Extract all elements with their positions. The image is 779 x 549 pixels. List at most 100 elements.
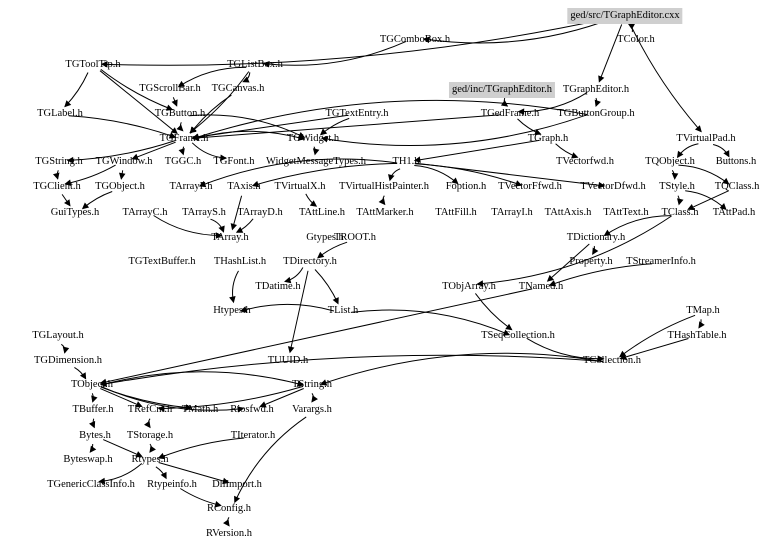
arrowhead xyxy=(170,127,178,135)
node-tgframe[interactable]: TGFrame.h xyxy=(159,133,209,144)
node-tgraph[interactable]: TGraph.h xyxy=(527,133,569,144)
edge-th1-to-tarrayf xyxy=(199,158,398,187)
node-tgrapheditor[interactable]: TGraphEditor.h xyxy=(562,84,630,95)
node-tgenericclassinfo[interactable]: TGenericClassInfo.h xyxy=(47,479,135,490)
node-rconfig[interactable]: RConfig.h xyxy=(206,503,252,514)
node-tglistbox[interactable]: TGListBox.h xyxy=(227,59,283,70)
arrowhead xyxy=(157,452,166,460)
node-tvirtualpad[interactable]: TVirtualPad.h xyxy=(676,133,736,144)
node-varargs[interactable]: Varargs.h xyxy=(292,404,332,415)
node-incgraphed[interactable]: ged/inc/TGraphEditor.h xyxy=(448,82,556,98)
node-tattaxis[interactable]: TAttAxis.h xyxy=(544,207,592,218)
node-tvirtualhist[interactable]: TVirtualHistPainter.h xyxy=(338,181,430,192)
node-property[interactable]: Property.h xyxy=(569,256,613,267)
node-tgbutton[interactable]: TGButton.h xyxy=(154,108,206,119)
edge-tglistbox-to-tgframe xyxy=(189,71,250,133)
node-tcollection[interactable]: TCollection.h xyxy=(582,355,642,366)
node-tattmarker[interactable]: TAttMarker.h xyxy=(356,207,414,218)
node-tqclass[interactable]: TQClass.h xyxy=(714,181,760,192)
node-tmap[interactable]: TMap.h xyxy=(686,305,720,316)
node-tgstring[interactable]: TGString.h xyxy=(35,156,83,167)
node-tgobject[interactable]: TGObject.h xyxy=(95,181,145,192)
node-tgcombobox[interactable]: TGComboBox.h xyxy=(379,34,451,45)
node-tobjarray[interactable]: TObjArray.h xyxy=(442,281,496,292)
node-tgclient[interactable]: TGClient.h xyxy=(33,181,81,192)
node-tvirtualx[interactable]: TVirtualX.h xyxy=(274,181,326,192)
node-widgetmsg[interactable]: WidgetMessageTypes.h xyxy=(265,156,367,167)
node-trefcnt[interactable]: TRefCnt.h xyxy=(127,404,173,415)
node-thashlist[interactable]: THashList.h xyxy=(213,256,267,267)
node-tarrays[interactable]: TArrayS.h xyxy=(182,207,226,218)
node-tstring[interactable]: TString.h xyxy=(292,379,332,390)
node-tattline[interactable]: TAttLine.h xyxy=(298,207,346,218)
node-tarrayf[interactable]: TArrayF.h xyxy=(169,181,213,192)
node-guitypes[interactable]: GuiTypes.h xyxy=(50,207,100,218)
node-tnamed[interactable]: TNamed.h xyxy=(518,281,564,292)
node-byteswap[interactable]: Byteswap.h xyxy=(63,454,113,465)
node-tuuid[interactable]: TUUID.h xyxy=(267,355,309,366)
node-tgwindow[interactable]: TGWindow.h xyxy=(95,156,153,167)
node-gtypes[interactable]: Gtypes.h xyxy=(306,232,344,243)
node-tvectordfwd[interactable]: TVectorDfwd.h xyxy=(580,181,646,192)
node-tgtooltip[interactable]: TGToolTip.h xyxy=(65,59,121,70)
node-th1[interactable]: TH1.h xyxy=(392,156,420,167)
node-tstreamerinfo[interactable]: TStreamerInfo.h xyxy=(626,256,696,267)
node-thashtable[interactable]: THashTable.h xyxy=(667,330,727,341)
node-tatttext[interactable]: TAttText.h xyxy=(603,207,649,218)
node-troot[interactable]: TROOT.h xyxy=(333,232,377,243)
edge-tclass-to-tdictionary xyxy=(604,215,672,236)
node-tvectorffwd[interactable]: TVectorFfwd.h xyxy=(498,181,562,192)
node-tmath[interactable]: TMath.h xyxy=(181,404,219,415)
arrowhead xyxy=(177,80,186,88)
node-cxx[interactable]: ged/src/TGraphEditor.cxx xyxy=(567,8,683,24)
node-tdatime[interactable]: TDatime.h xyxy=(255,281,301,292)
node-rtypes[interactable]: Rtypes.h xyxy=(131,454,169,465)
node-tggc[interactable]: TGGC.h xyxy=(164,156,202,167)
node-tattfill[interactable]: TAttFill.h xyxy=(435,207,477,218)
node-htypes[interactable]: Htypes.h xyxy=(213,305,251,316)
node-bytes[interactable]: Bytes.h xyxy=(79,430,111,441)
node-tarrayd[interactable]: TArrayD.h xyxy=(237,207,283,218)
node-tarrayi[interactable]: TArrayI.h xyxy=(491,207,533,218)
edge-tglistbox-to-tgscrollbar xyxy=(178,66,247,88)
node-tseqcollection[interactable]: TSeqCollection.h xyxy=(481,330,555,341)
node-tobject[interactable]: TObject.h xyxy=(70,379,114,390)
node-tcolor[interactable]: TColor.h xyxy=(617,34,655,45)
node-tgfont[interactable]: TGFont.h xyxy=(213,156,255,167)
node-tdirectory[interactable]: TDirectory.h xyxy=(283,256,337,267)
node-rversion[interactable]: RVersion.h xyxy=(205,528,253,539)
node-tbuffer[interactable]: TBuffer.h xyxy=(72,404,114,415)
node-taxis[interactable]: TAxis.h xyxy=(227,181,261,192)
node-tgscrollbar[interactable]: TGScrollBar.h xyxy=(139,83,201,94)
node-buttons[interactable]: Buttons.h xyxy=(715,156,757,167)
node-tqobject[interactable]: TQObject.h xyxy=(645,156,695,167)
node-tgbuttongroup[interactable]: TGButtonGroup.h xyxy=(557,108,635,119)
node-dllimport[interactable]: DllImport.h xyxy=(212,479,262,490)
node-tstorage[interactable]: TStorage.h xyxy=(126,430,174,441)
node-tdictionary[interactable]: TDictionary.h xyxy=(566,232,626,243)
node-tarrayc[interactable]: TArrayC.h xyxy=(122,207,168,218)
node-foption[interactable]: Foption.h xyxy=(445,181,487,192)
node-tgedframe[interactable]: TGedFrame.h xyxy=(480,108,540,119)
arrowhead xyxy=(234,495,241,504)
node-tgdimension[interactable]: TGDimension.h xyxy=(34,355,102,366)
node-tgtextentry[interactable]: TGTextEntry.h xyxy=(325,108,389,119)
arrowhead xyxy=(91,395,98,403)
node-tglayout[interactable]: TGLayout.h xyxy=(32,330,84,341)
node-titerator[interactable]: TIterator.h xyxy=(230,430,276,441)
node-tglabel[interactable]: TGLabel.h xyxy=(37,108,83,119)
node-tvectorfwd[interactable]: TVectorfwd.h xyxy=(555,156,615,167)
node-rtypeinfo[interactable]: Rtypeinfo.h xyxy=(147,479,197,490)
node-tlist[interactable]: TList.h xyxy=(327,305,359,316)
node-tstyle[interactable]: TStyle.h xyxy=(659,181,695,192)
edge-tobject-to-tstring xyxy=(100,371,304,386)
node-tgcanvas[interactable]: TGCanvas.h xyxy=(211,83,265,94)
arrowhead xyxy=(135,451,143,458)
node-tgwidget[interactable]: TGWidget.h xyxy=(286,133,340,144)
node-tarray[interactable]: TArray.h xyxy=(211,232,249,243)
node-tclass[interactable]: TClass.h xyxy=(661,207,699,218)
node-tgtextbuffer[interactable]: TGTextBuffer.h xyxy=(128,256,196,267)
node-tattpad[interactable]: TAttPad.h xyxy=(712,207,756,218)
arrowhead xyxy=(378,198,386,206)
node-riosfwd[interactable]: Riosfwd.h xyxy=(230,404,274,415)
